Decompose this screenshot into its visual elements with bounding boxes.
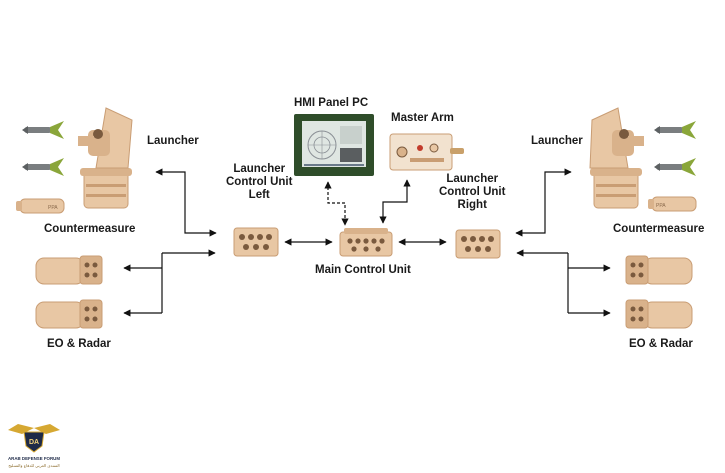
lcu-left-line-2: Control Unit [226,176,293,188]
eo-radar-box-icon [35,255,103,285]
eo-radar-box-icon [625,299,693,329]
lcu-right-label: Launcher Control Unit Right [439,173,505,212]
master-arm-panel [389,133,464,171]
link-launcher-right [515,168,572,237]
lcu-left-line-1: Launcher [233,163,286,175]
svg-text:PPA: PPA [48,205,58,211]
link-master-arm-mcu [379,179,411,224]
eo-radar-box-icon [625,255,693,285]
lcu-left-label: Launcher Control Unit Left [226,163,292,202]
missile-icon [22,121,64,139]
launcher-left-label: Launcher [147,135,199,147]
main-control-unit-box [339,228,393,257]
countermeasure-canister-icon: PPA [16,198,65,214]
lcu-right-line-1: Launcher [446,173,499,185]
link-launcher-left [155,168,217,237]
missile-icon [654,121,696,139]
master-arm-label: Master Arm [391,112,454,124]
countermeasure-canister-icon: PPA [648,196,697,212]
countermeasure-left-label: Countermeasure [44,223,136,235]
countermeasure-right-label: Countermeasure [613,223,705,235]
link-hmi-mcu [324,181,349,226]
main-control-unit-label: Main Control Unit [315,264,411,276]
launcher-control-unit-left-box [233,227,279,257]
arab-defense-forum-logo: DA ARAB DEFENSE FORUM المنتدى العربي للد… [8,424,60,468]
lcu-right-line-3: Right [457,199,487,211]
eo-radar-box-icon [35,299,103,329]
missile-icon [654,158,696,176]
lcu-left-line-3: Left [248,189,270,201]
launcher-right-label: Launcher [531,135,583,147]
svg-text:DA: DA [29,439,39,446]
launcher-turret-right [589,107,644,209]
svg-text:ARAB DEFENSE FORUM: ARAB DEFENSE FORUM [8,456,60,461]
launcher-control-unit-right-box [455,229,501,259]
lcu-right-line-2: Control Unit [439,186,506,198]
missile-icon [22,158,64,176]
hmi-panel-pc-screen [294,114,374,176]
launcher-turret-left [78,107,133,209]
svg-text:المنتدى العربي للدفاع والتسليح: المنتدى العربي للدفاع والتسليح [8,463,59,468]
svg-text:PPA: PPA [656,203,666,209]
eo-radar-right-label: EO & Radar [629,338,693,350]
hmi-panel-pc-label: HMI Panel PC [294,97,369,109]
eo-radar-left-label: EO & Radar [47,338,111,350]
